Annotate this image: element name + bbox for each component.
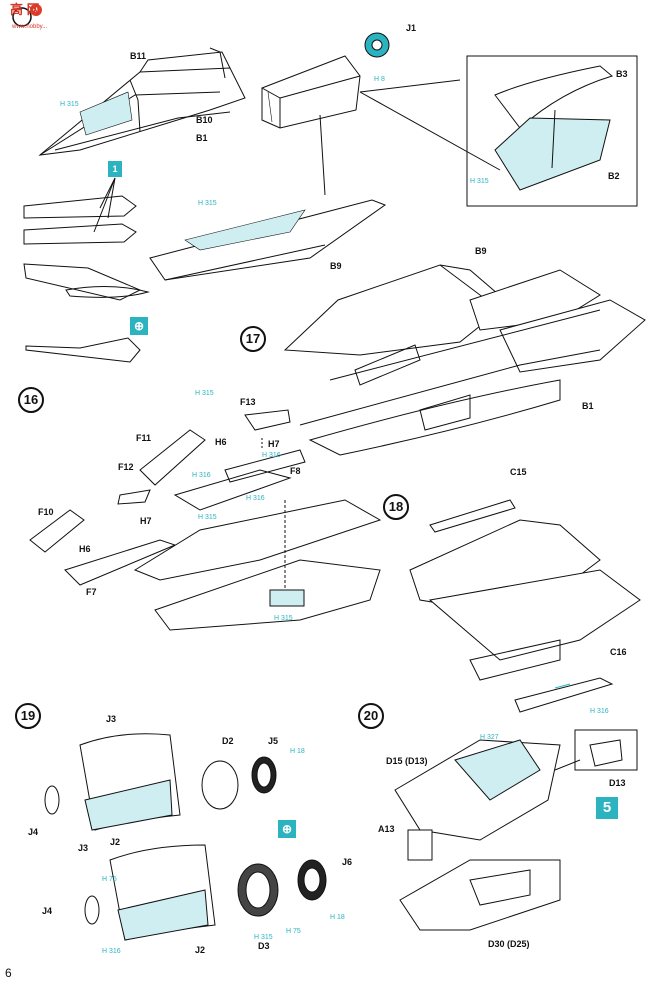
part-label-j2: J2 (110, 837, 121, 847)
step20-gear-bay (394, 729, 638, 931)
watermark-logo: 高 网 www.hobby... (0, 0, 70, 30)
part-label-b3: B3 (616, 69, 628, 79)
paint-code: H 315 (198, 200, 217, 207)
watermark-subtitle: www.hobby... (12, 24, 48, 30)
part-label-j6: J6 (342, 857, 353, 867)
paint-code: H 315 (274, 615, 293, 622)
intake-duct-b11-assembly (38, 47, 246, 156)
attention-icon-2: ⊕ (278, 820, 296, 838)
part-label-b2: B2 (608, 171, 620, 181)
part-label-c16: C16 (610, 647, 627, 657)
part-label-f11: F11 (136, 433, 152, 443)
step-20-marker: 20 (358, 703, 384, 729)
watermark-swirl-icon (12, 4, 42, 27)
step-19-marker: 19 (15, 703, 41, 729)
part-label-c15: C15 (510, 467, 527, 477)
paint-code: H 8 (374, 76, 385, 83)
part-label-b9: B9 (330, 261, 342, 271)
step16-assembly (29, 409, 382, 631)
part-label-b11: B11 (130, 51, 147, 61)
part-label-d30: D30 (D25) (488, 939, 530, 949)
part-label-f12: F12 (118, 462, 134, 472)
part-label-d13: D13 (609, 778, 626, 788)
part-label-d15: D15 (D13) (386, 756, 428, 766)
intake-ramp-detail (23, 177, 150, 363)
part-label-f8: F8 (290, 466, 301, 476)
step17-fuselage (283, 264, 646, 456)
paint-code: H 316 (102, 948, 121, 955)
part-label-d3: D3 (258, 941, 270, 951)
paint-code: H 18 (290, 748, 305, 755)
part-label-j3-b: J3 (78, 843, 89, 853)
part-label-a13: A13 (378, 824, 395, 834)
part-label-b9-step17: B9 (475, 246, 487, 256)
detail-box-b3-b2 (466, 55, 638, 207)
flag-1: 1 (108, 161, 122, 177)
paint-code: H 327 (480, 734, 499, 741)
step-16-marker: 16 (18, 387, 44, 413)
step19-exhausts (44, 733, 327, 941)
part-label-h7: H7 (268, 439, 280, 449)
watermark-title: 高 网 (10, 2, 40, 17)
paint-code: H 315 (195, 390, 214, 397)
paint-code: H 75 (286, 928, 301, 935)
part-label-j5: J5 (268, 736, 279, 746)
part-label-h7-b: H7 (140, 516, 152, 526)
paint-code: H 315 (198, 514, 217, 521)
part-label-j4: J4 (28, 827, 39, 837)
paint-code: H 316 (262, 452, 281, 459)
paint-code: H 315 (60, 101, 79, 108)
paint-code: H 18 (330, 914, 345, 921)
part-label-j2-b: J2 (195, 945, 206, 955)
part-label-f10: F10 (38, 507, 54, 517)
step-18-marker: 18 (383, 494, 409, 520)
step18-fuselage (409, 499, 641, 713)
part-label-j4-b: J4 (42, 906, 53, 916)
flag-5: 5 (596, 797, 618, 819)
step-17-marker: 17 (240, 326, 266, 352)
part-label-b1-step17: B1 (582, 401, 594, 411)
part-label-j1: J1 (406, 23, 417, 33)
paint-code: H 316 (192, 472, 211, 479)
part-label-h6-b: H6 (79, 544, 91, 554)
part-label-h6: H6 (215, 437, 227, 447)
part-label-f7: F7 (86, 587, 97, 597)
attention-icon: ⊕ (130, 317, 148, 335)
intake-duct-b9-assembly (149, 32, 501, 281)
part-label-b10: B10 (196, 115, 213, 125)
paint-code: H 316 (246, 495, 265, 502)
paint-code: H 315 (470, 178, 489, 185)
paint-code: H 316 (590, 708, 609, 715)
part-label-b1: B1 (196, 133, 208, 143)
part-label-j3: J3 (106, 714, 117, 724)
paint-code: H 75 (102, 876, 117, 883)
part-label-d2: D2 (222, 736, 234, 746)
part-label-f13: F13 (240, 397, 256, 407)
paint-code: H 315 (254, 934, 273, 941)
page-number: 6 (5, 966, 12, 980)
